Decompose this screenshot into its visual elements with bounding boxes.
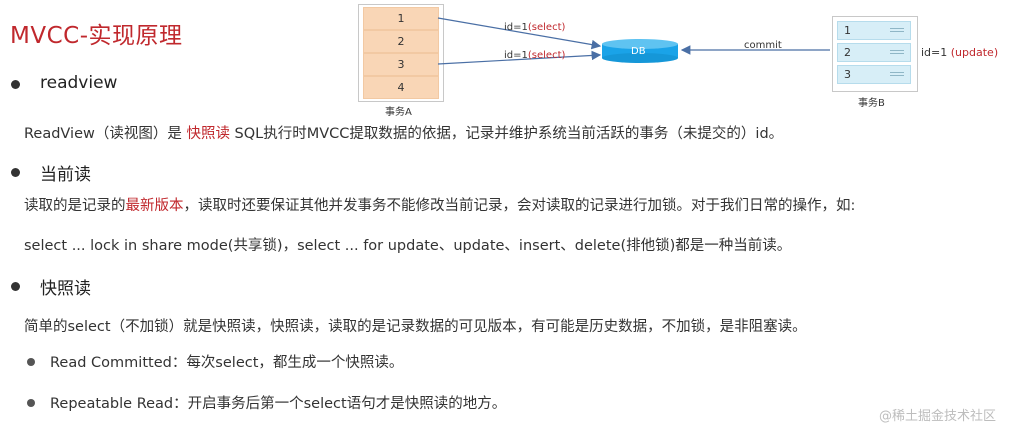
arrow-select-1 bbox=[437, 17, 602, 50]
db-cylinder bbox=[602, 39, 678, 63]
transaction-a-row: 1 bbox=[363, 7, 439, 30]
sub-bullet-icon bbox=[27, 358, 35, 366]
page-title: MVCC-实现原理 bbox=[10, 23, 183, 49]
bullet-icon bbox=[11, 282, 20, 291]
arrow-select-2 bbox=[437, 50, 602, 65]
readview-description: ReadView（读视图）是 快照读 SQL执行时MVCC提取数据的依据，记录并… bbox=[24, 126, 784, 142]
transaction-a-row: 2 bbox=[363, 30, 439, 53]
snapshot-read-item-read-committed: Read Committed：每次select，都生成一个快照读。 bbox=[50, 355, 404, 371]
transaction-b-caption: 事务B bbox=[858, 98, 885, 109]
transaction-b-row: 1 bbox=[837, 21, 911, 40]
current-read-line-1: 读取的是记录的最新版本，读取时还要保证其他并发事务不能修改当前记录，会对读取的记… bbox=[24, 198, 856, 214]
section-heading-current-read: 当前读 bbox=[40, 165, 91, 185]
snapshot-read-item-repeatable-read: Repeatable Read：开启事务后第一个select语句才是快照读的地方… bbox=[50, 396, 507, 412]
current-read-line-2: select ... lock in share mode(共享锁)，selec… bbox=[24, 238, 792, 254]
transaction-a-row: 4 bbox=[363, 76, 439, 99]
arrow-select-1-label: id=1(select) bbox=[504, 22, 566, 33]
arrow-select-2-label: id=1(select) bbox=[504, 50, 566, 61]
commit-label: commit bbox=[744, 40, 782, 51]
section-heading-snapshot-read: 快照读 bbox=[40, 279, 91, 299]
bullet-icon bbox=[11, 80, 20, 89]
sub-bullet-icon bbox=[27, 399, 35, 407]
transaction-b-row: 3 bbox=[837, 65, 911, 84]
section-heading-readview: readview bbox=[40, 73, 118, 93]
transaction-b-row: 2 bbox=[837, 43, 911, 62]
db-label: DB bbox=[631, 46, 646, 57]
transaction-a-caption: 事务A bbox=[385, 107, 412, 118]
update-label: id=1 (update) bbox=[921, 46, 999, 59]
watermark: @稀土掘金技术社区 bbox=[878, 409, 996, 424]
snapshot-read-line-1: 简单的select（不加锁）就是快照读，快照读，读取的是记录数据的可见版本，有可… bbox=[24, 319, 807, 335]
bullet-icon bbox=[11, 168, 20, 177]
diagram-arrows bbox=[437, 17, 830, 65]
